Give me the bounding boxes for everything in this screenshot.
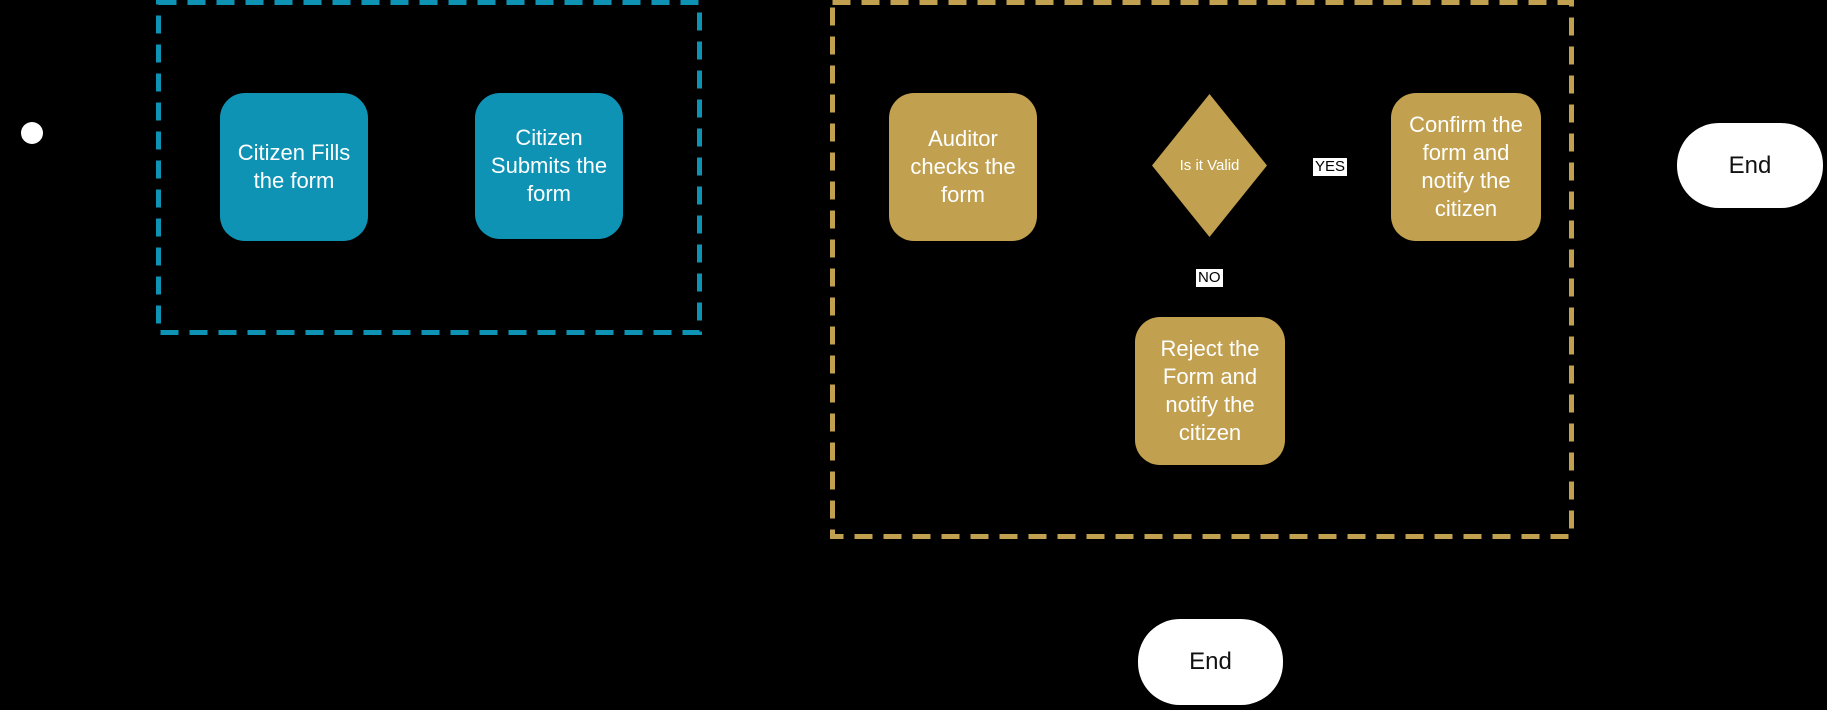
node-label: Confirm the form and notify the citizen	[1409, 112, 1523, 221]
edge-label-yes: YES	[1313, 158, 1348, 176]
citizen-lane-border	[156, 0, 702, 335]
node-citizen-fills-form: Citizen Fills the form	[220, 93, 368, 241]
node-label: Reject the Form and notify the citizen	[1160, 336, 1260, 445]
edge-label-no: NO	[1196, 269, 1223, 287]
node-citizen-submits-form: Citizen Submits the form	[475, 93, 623, 239]
end-label: End	[1728, 151, 1772, 179]
citizen-lane-group	[156, 0, 702, 335]
node-label: Citizen Submits the form	[490, 125, 608, 206]
node-reject-and-notify: Reject the Form and notify the citizen	[1135, 317, 1285, 465]
decision-label: Is it Valid	[1179, 157, 1240, 174]
node-auditor-checks-form: Auditor checks the form	[889, 93, 1037, 241]
start-node-circle	[21, 122, 43, 144]
node-label: Auditor checks the form	[910, 126, 1016, 207]
node-label: Citizen Fills the form	[237, 140, 351, 193]
auditor-lane-group	[830, 0, 1574, 539]
end-label: End	[1189, 648, 1232, 675]
node-confirm-and-notify: Confirm the form and notify the citizen	[1391, 93, 1541, 241]
auditor-lane-border	[830, 0, 1574, 539]
end-node-right: End	[1677, 123, 1823, 208]
end-node-bottom: End	[1138, 619, 1283, 705]
